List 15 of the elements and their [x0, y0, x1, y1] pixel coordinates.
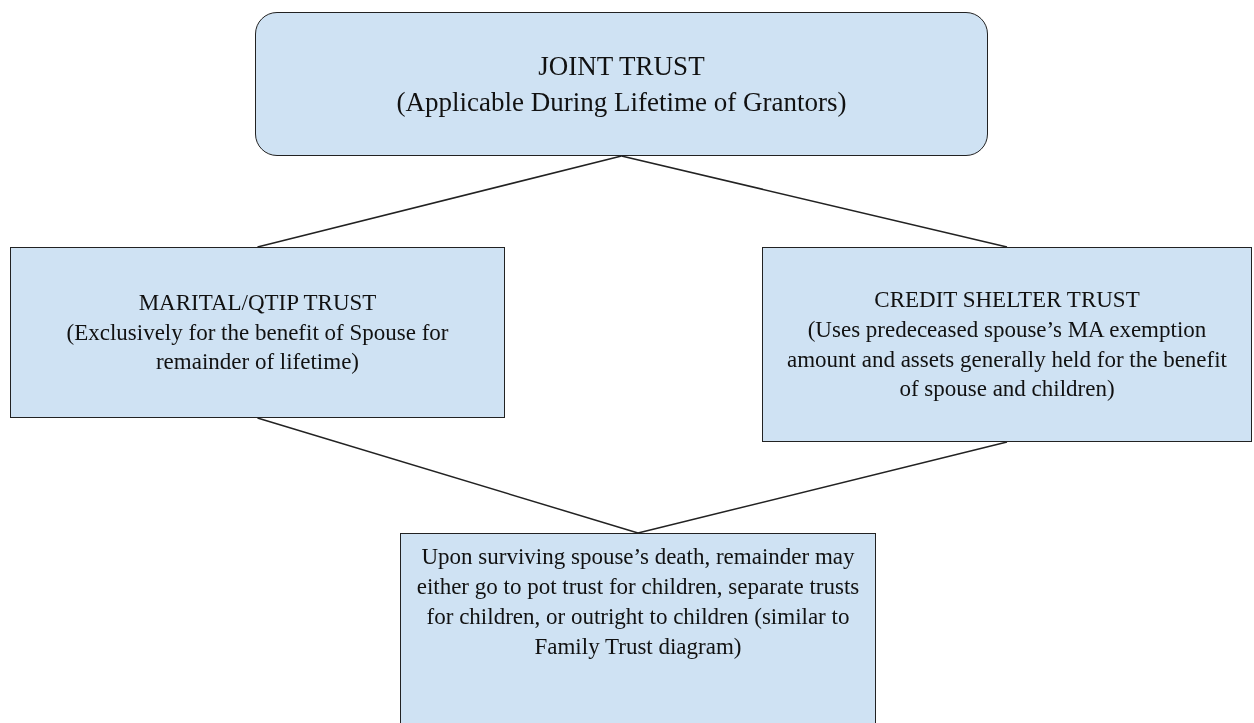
connector-line: [637, 441, 1008, 534]
box-heading: MARITAL/QTIP TRUST: [138, 288, 377, 317]
process-box: [762, 247, 1252, 442]
connector-line: [620, 155, 1008, 248]
box-heading: JOINT TRUST: [538, 49, 705, 83]
connector-line: [256, 155, 623, 248]
box-text: (Uses predeceased spouse’s MA exemption amount and assets generally held for the benefit of spouse and children): [785, 315, 1228, 404]
process-box: [400, 533, 876, 723]
box-heading: CREDIT SHELTER TRUST: [874, 285, 1140, 314]
connector-line: [256, 417, 639, 534]
box-text: (Applicable During Lifetime of Grantors): [396, 86, 847, 119]
box-text: (Exclusively for the benefit of Spouse for remainder of lifetime): [65, 318, 450, 377]
box-text: Upon surviving spouse’s death, remainder may either go to pot trust for children, separate trusts for children, or outright to children (similar to Family Trust diagram): [415, 543, 861, 661]
process-box: [10, 247, 505, 418]
rounded-box: [255, 12, 988, 156]
